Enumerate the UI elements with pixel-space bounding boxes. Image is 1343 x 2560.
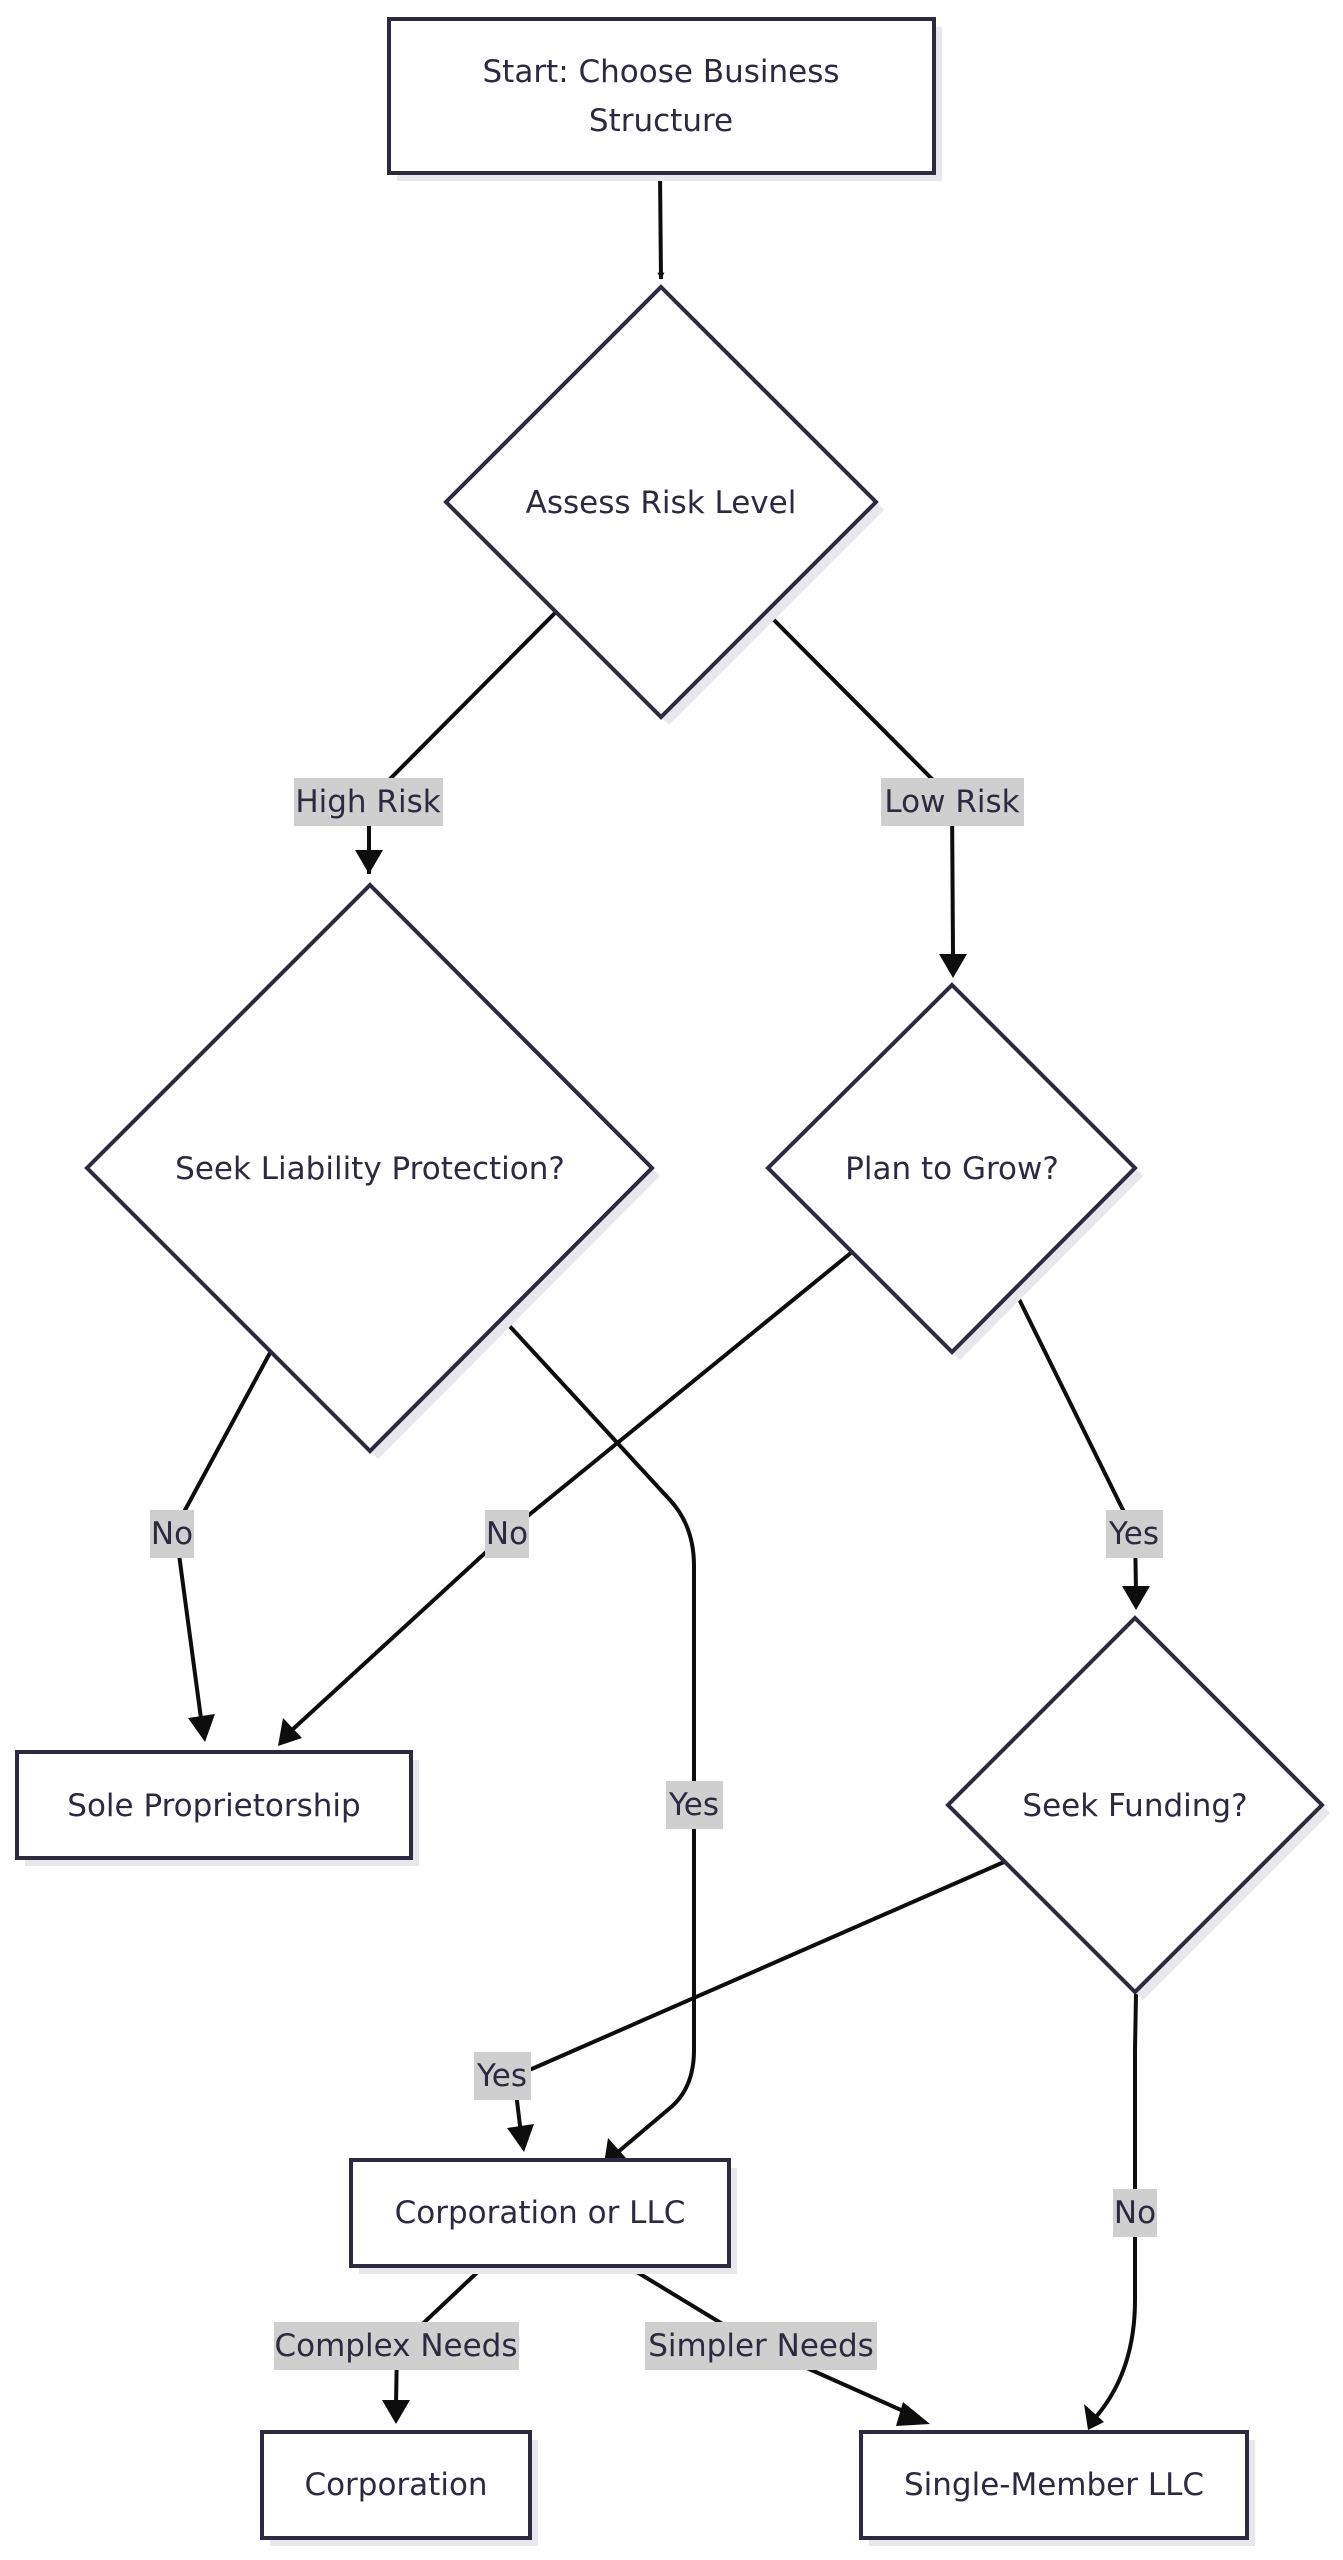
arrowhead-sole-1 — [188, 1714, 215, 1742]
edge-labels: High Risk Low Risk No No Yes Yes Yes No — [150, 778, 1163, 2370]
arrowhead-liability — [355, 850, 383, 874]
node-assess-risk: Assess Risk Level — [443, 284, 879, 720]
node-single-member-llc: Single-Member LLC — [859, 2430, 1249, 2540]
svg-text:High Risk: High Risk — [295, 784, 440, 820]
node-liability-label: Seek Liability Protection? — [175, 1151, 565, 1187]
svg-text:Yes: Yes — [476, 2058, 527, 2094]
svg-text:No: No — [486, 1516, 528, 1552]
edge-liability-yes-to-corp-llc — [502, 1318, 696, 2154]
node-start-label-line1: Start: Choose Business — [482, 54, 839, 90]
svg-text:No: No — [151, 1516, 193, 1552]
arrowhead-single-llc-2 — [896, 2402, 930, 2426]
arrowhead-corporation — [382, 2400, 410, 2424]
edge-label-high-risk: High Risk — [294, 778, 443, 826]
edge-label-simpler-needs: Simpler Needs — [645, 2322, 877, 2370]
edge-assess-to-liability — [367, 611, 557, 874]
edge-label-grow-yes: Yes — [1106, 1510, 1163, 1558]
svg-text:Complex Needs: Complex Needs — [275, 2328, 518, 2364]
node-assess-risk-label: Assess Risk Level — [526, 485, 797, 521]
edge-funding-yes-to-corp-llc — [512, 1860, 1005, 2135]
svg-text:No: No — [1114, 2195, 1156, 2231]
node-corporation-or-llc-label: Corporation or LLC — [395, 2195, 686, 2231]
node-sole-proprietorship-label: Sole Proprietorship — [67, 1788, 360, 1824]
edge-label-liability-yes: Yes — [666, 1781, 723, 1829]
edge-label-complex-needs: Complex Needs — [274, 2322, 519, 2370]
edge-start-to-assess — [657, 172, 665, 280]
node-plan-grow-label: Plan to Grow? — [845, 1151, 1059, 1187]
node-corporation-or-llc: Corporation or LLC — [349, 2158, 731, 2268]
node-corporation-label: Corporation — [304, 2467, 487, 2503]
edge-label-funding-yes: Yes — [474, 2052, 531, 2100]
edge-label-funding-no: No — [1113, 2189, 1157, 2237]
svg-text:Yes: Yes — [1108, 1516, 1159, 1552]
node-start-label-line2: Structure — [589, 103, 733, 139]
arrowhead-plan-grow — [939, 954, 967, 978]
edge-label-grow-no: No — [485, 1510, 529, 1558]
edge-label-low-risk: Low Risk — [881, 778, 1024, 826]
arrowhead-corp-llc-2 — [507, 2124, 534, 2152]
node-corporation: Corporation — [260, 2430, 532, 2540]
arrowhead-sole-2 — [278, 1718, 302, 1746]
edge-funding-no-to-single-llc — [1093, 1993, 1138, 2420]
svg-text:Simpler Needs: Simpler Needs — [648, 2328, 874, 2364]
node-seek-funding: Seek Funding? — [945, 1615, 1325, 1995]
node-seek-funding-label: Seek Funding? — [1022, 1788, 1247, 1824]
node-single-member-llc-label: Single-Member LLC — [904, 2467, 1204, 2503]
node-plan-grow: Plan to Grow? — [765, 982, 1138, 1355]
arrowhead-corp-llc-1 — [604, 2138, 626, 2164]
arrowhead-single-llc-1 — [1084, 2404, 1104, 2430]
svg-text:Yes: Yes — [668, 1787, 719, 1823]
node-liability: Seek Liability Protection? — [84, 882, 655, 1454]
node-start: Start: Choose Business Structure — [387, 17, 936, 175]
node-sole-proprietorship: Sole Proprietorship — [15, 1750, 413, 1860]
arrowhead-funding — [1122, 1586, 1150, 1610]
svg-text:Low Risk: Low Risk — [884, 784, 1019, 820]
edge-label-liability-no: No — [150, 1510, 194, 1558]
